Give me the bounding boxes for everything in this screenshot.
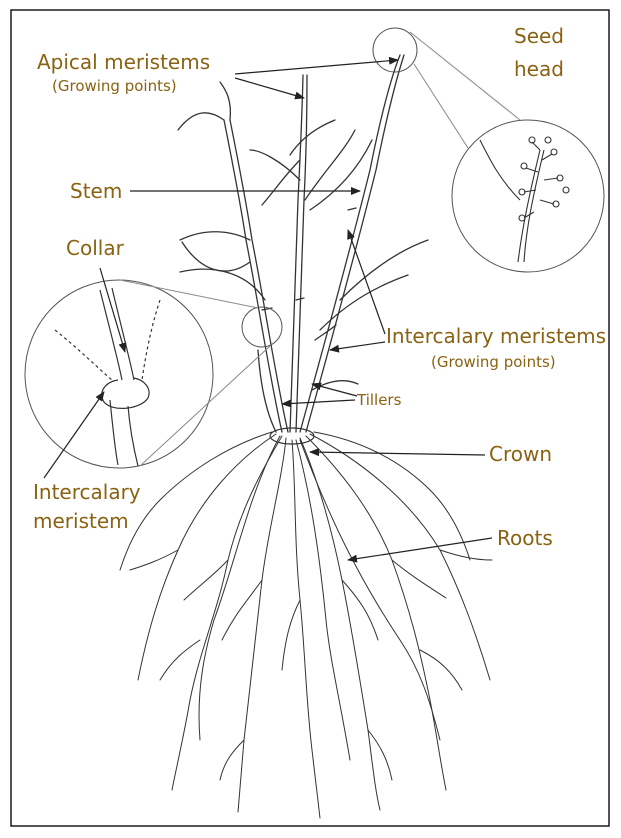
arrow-tillers-right <box>312 384 357 396</box>
label-collar: Collar <box>66 237 124 259</box>
label-intercalary-growing-points: (Growing points) <box>431 354 556 371</box>
label-crown: Crown <box>489 443 552 465</box>
label-apical-growing-points: (Growing points) <box>52 78 177 95</box>
collar-detail-circle <box>25 280 213 468</box>
arrow-intercalary-lower <box>330 342 385 350</box>
arrow-intercalary-upper <box>348 230 385 334</box>
roots-drawing <box>120 432 492 818</box>
arrow-roots <box>348 538 492 560</box>
label-roots: Roots <box>497 527 553 549</box>
label-apical-meristems: Apical meristems <box>37 51 210 73</box>
label-seed-head-line1: Seed <box>514 25 564 47</box>
seed-head-locator-circle <box>373 28 417 72</box>
label-tillers: Tillers <box>357 392 401 409</box>
arrow-apical-left <box>235 78 304 98</box>
seed-head-detail-circle <box>452 120 604 272</box>
label-seed-head-line2: head <box>514 58 564 80</box>
arrow-crown <box>310 452 485 455</box>
label-stem: Stem <box>70 180 122 202</box>
label-intercalary-meristems: Intercalary meristems <box>386 325 606 347</box>
stems-and-leaves <box>178 55 428 432</box>
seed-head-detail-drawing <box>480 137 569 262</box>
label-intercalary-meristem-line1: Intercalary <box>33 481 141 503</box>
label-intercalary-meristem-line2: meristem <box>33 510 129 532</box>
arrow-tillers-left <box>282 400 355 404</box>
arrow-apical-right <box>235 60 398 74</box>
